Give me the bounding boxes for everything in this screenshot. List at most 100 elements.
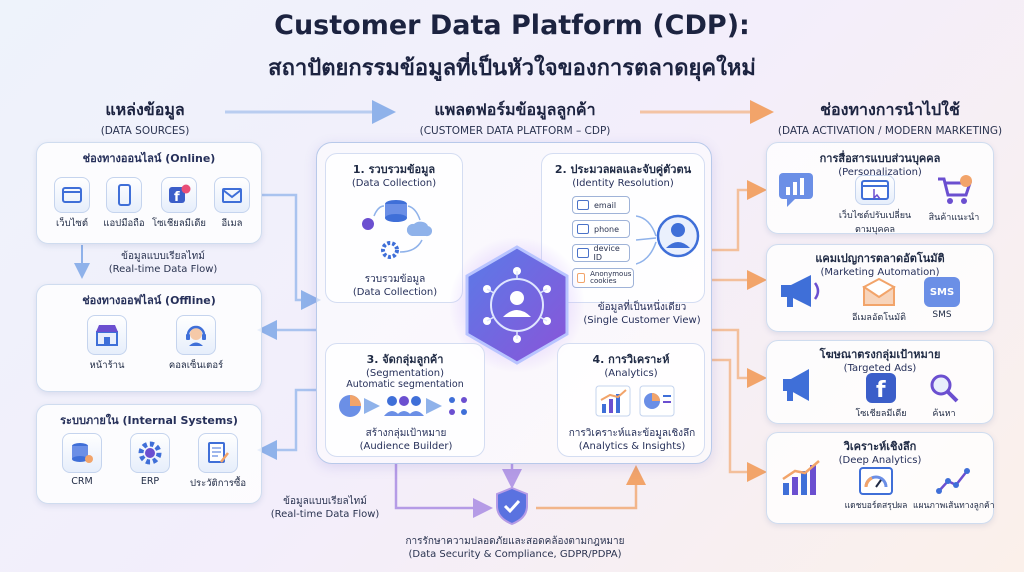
browser-cursor-icon [855,175,895,205]
single-customer-icon [635,206,702,280]
activation-item-auto-email-label: อีเมลอัตโนมัติ [852,313,906,323]
facebook-icon: f [866,373,896,403]
facebook-heart-icon: f [161,177,197,213]
source-item-crm: CRM [57,433,107,487]
cdp-platform-panel: 1. รวบรวมข้อมูล (Data Collection) รวบรวม… [316,142,712,464]
phone-pill-icon [577,224,589,234]
svg-text:f: f [174,190,180,205]
cdp-step-analytics-title: 4. การวิเคราะห์ [592,353,670,366]
cdp-step-identity-resolution-caption-en: (Single Customer View) [583,315,701,326]
identity-pill-phone: phone [572,220,630,238]
cdp-step-data-collection-sub: (Data Collection) [351,178,437,189]
security-compliance-label-th: การรักษาความปลอดภัยและสอดคล้องตามกฎหมาย [405,536,625,547]
envelope-icon [214,177,250,213]
column-header-platform-en: (CUSTOMER DATA PLATFORM – CDP) [419,125,611,137]
activation-card-personalization-sub: (Personalization) [838,167,922,178]
activation-item-sms-label: SMS [932,310,952,320]
activation-item-ads-search-label: ค้นหา [932,409,956,419]
cdp-step-analytics-caption-en: (Analytics & Insights) [578,441,686,452]
source-item-mobile-app: แอปมือถือ [99,177,149,231]
cdp-step-segmentation-title: 3. จัดกลุ่มลูกค้า [366,353,444,366]
column-header-activation-en: (DATA ACTIVATION / MODERN MARKETING) [777,125,1003,137]
source-item-store-label: หน้าร้าน [89,360,125,371]
svg-text:f: f [876,378,886,403]
activation-card-ads-sub: (Targeted Ads) [843,363,917,374]
device-pill-icon [577,248,589,258]
open-envelope-icon [861,277,897,307]
database-gear-icon [62,433,102,473]
activation-item-sms: SMS SMS [917,277,967,320]
realtime-flow-label-bottom-en: (Real-time Data Flow) [270,509,380,520]
bar-chart-trend-icon [779,459,823,503]
cdp-step-analytics-caption-th: การวิเคราะห์และข้อมูลเชิงลึก [568,428,696,439]
source-item-social-media: f โซเชียลมีเดีย [151,177,207,231]
source-item-email-label: อีเมล [221,218,243,229]
headset-icon [176,315,216,355]
cdp-step-analytics-caption: การวิเคราะห์และข้อมูลเชิงลึก (Analytics … [558,426,706,452]
globe-icon [54,177,90,213]
cart-icon [934,173,974,207]
cdp-step-segmentation-sub: (Segmentation) [365,368,445,379]
cdp-step-data-collection-caption-en: (Data Collection) [352,287,438,298]
realtime-flow-label-bottom-th: ข้อมูลแบบเรียลไทม์ [283,496,367,507]
cdp-core-hexagon [447,235,587,379]
cdp-step-identity-resolution-sub: (Identity Resolution) [572,178,674,189]
activation-card-automation: แคมเปญการตลาดอัตโนมัติ (Marketing Automa… [766,244,994,332]
activation-item-dashboard: แดชบอร์ดสรุปผล [841,467,911,512]
cdp-step-identity-resolution-caption: ข้อมูลที่เป็นหนึ่งเดียว (Single Customer… [578,300,706,326]
activation-item-auto-email: อีเมลอัตโนมัติ [847,277,911,324]
source-card-internal-title: ระบบภายใน (Internal Systems) [60,414,238,427]
page-subtitle: สถาปัตยกรรมข้อมูลที่เป็นหัวใจของการตลาดย… [268,56,756,81]
gear-icon [130,433,170,473]
activation-item-ads-social-label: โซเชียลมีเดีย [855,409,907,419]
source-item-website: เว็บไซต์ [47,177,97,231]
page-title: Customer Data Platform (CDP): [274,10,750,41]
realtime-flow-label-left-th: ข้อมูลแบบเรียลไทม์ [121,251,205,262]
activation-card-deep-analytics-title: วิเคราะห์เชิงลึก [843,440,917,453]
security-compliance-label: การรักษาความปลอดภัยและสอดคล้องตามกฎหมาย … [360,534,670,560]
activation-item-ads-search: ค้นหา [919,373,969,420]
identity-pill-device: device ID [572,244,630,262]
activation-card-ads-title: โฆษณาตรงกลุ่มเป้าหมาย [819,348,941,361]
activation-item-personalized-website-label: เว็บไซต์ปรับเปลี่ยน [838,211,912,221]
source-item-email: อีเมล [207,177,257,231]
cdp-step-segmentation-caption-th: สร้างกลุ่มเป้าหมาย [365,428,447,439]
identity-pill-cookies-label: Anonymous cookies [590,270,632,285]
activation-item-customer-journey-label: แผนภาพเส้นทางลูกค้า [913,501,995,511]
source-item-website-label: เว็บไซต์ [55,218,88,229]
smartphone-icon [106,177,142,213]
identity-pill-email-label: email [594,200,617,210]
email-pill-icon [577,200,589,210]
cdp-step-segmentation: 3. จัดกลุ่มลูกค้า (Segmentation) Automat… [325,343,485,457]
activation-item-recommended-products: สินค้าแนะนำ [919,173,989,224]
cdp-step-segmentation-caption-en: (Audience Builder) [359,441,453,452]
column-header-activation: ช่องทางการนำไปใช้ (DATA ACTIVATION / MOD… [768,98,1012,137]
source-item-call-center: คอลเซ็นเตอร์ [163,315,229,373]
activation-item-personalized-website-label2: ตามบุคคล [854,225,896,235]
source-item-mobile-app-label: แอปมือถือ [103,218,145,229]
column-header-sources-th: แหล่งข้อมูล [105,100,185,119]
activation-card-deep-analytics: วิเคราะห์เชิงลึก (Deep Analytics) แดชบอร… [766,432,995,524]
source-card-offline-title: ช่องทางออฟไลน์ (Offline) [82,294,216,307]
search-icon [929,373,959,403]
source-item-purchase-history: ประวัติการซื้อ [183,433,253,491]
cdp-step-analytics-sub: (Analytics) [604,368,658,379]
realtime-flow-label-left: ข้อมูลแบบเรียลไทม์ (Real-time Data Flow) [88,249,238,275]
source-card-offline: ช่องทางออฟไลน์ (Offline) หน้าร้าน คอลเซ็… [36,284,262,392]
cdp-step-identity-resolution-title: 2. ประมวลผลและจับคู่ตัวตน [554,163,692,176]
document-pen-icon [198,433,238,473]
cdp-step-data-collection: 1. รวบรวมข้อมูล (Data Collection) รวบรวม… [325,153,463,303]
megaphone-icon-ads [779,365,819,409]
column-header-platform: แพลตฟอร์มข้อมูลลูกค้า (CUSTOMER DATA PLA… [390,98,640,137]
identity-pill-phone-label: phone [594,224,620,234]
journey-line-icon [936,467,970,495]
dashboard-gauge-icon [859,467,893,495]
realtime-flow-label-left-en: (Real-time Data Flow) [108,264,218,275]
activation-card-personalization-title: การสื่อสารแบบส่วนบุคคล [819,152,941,165]
column-header-sources: แหล่งข้อมูล (DATA SOURCES) [40,98,250,137]
activation-item-dashboard-label: แดชบอร์ดสรุปผล [844,501,908,511]
realtime-flow-label-bottom: ข้อมูลแบบเรียลไทม์ (Real-time Data Flow) [250,494,400,520]
activation-card-automation-sub: (Marketing Automation) [820,267,940,278]
source-item-call-center-label: คอลเซ็นเตอร์ [168,360,224,371]
